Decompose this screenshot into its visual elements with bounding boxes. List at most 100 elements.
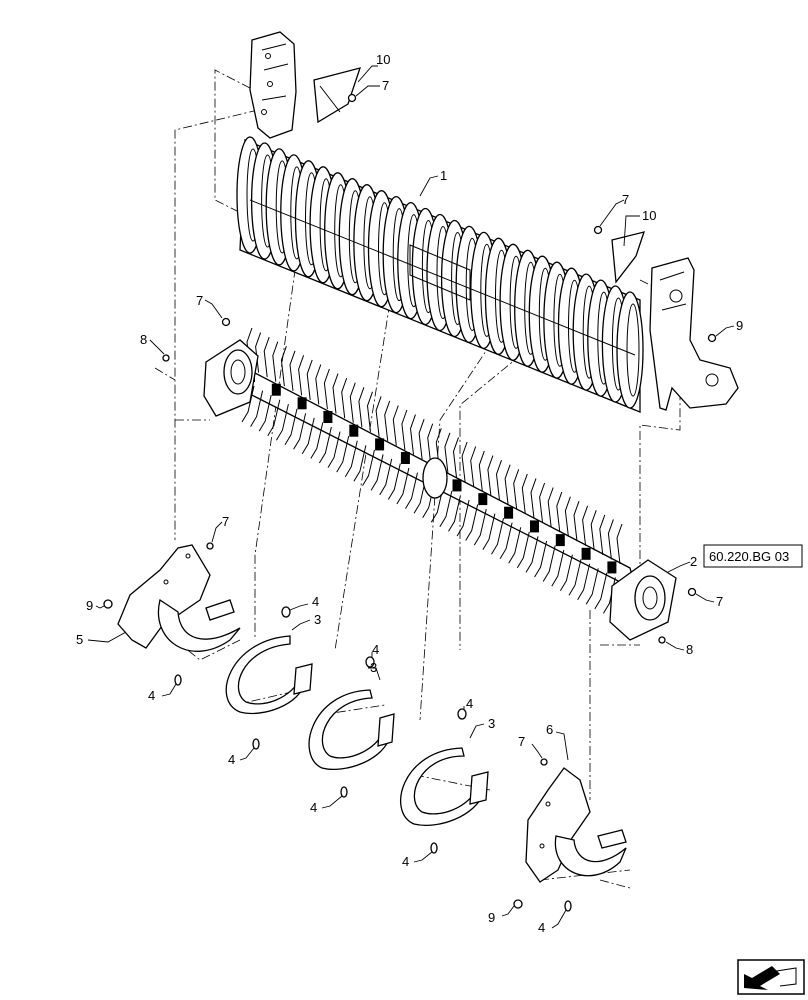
bolt-8-left: [162, 354, 170, 362]
callout-4-b: 4: [312, 594, 319, 609]
pickup-tine: [289, 350, 296, 391]
bolt-9-guard-right: [513, 899, 523, 909]
bolt-7-shaft-left: [221, 317, 231, 327]
left-mounting-bracket: [249, 31, 297, 139]
pickup-tine: [491, 518, 504, 555]
pickup-tine: [284, 408, 298, 446]
pickup-tine: [568, 559, 582, 596]
callout-2: 2: [690, 554, 697, 569]
tine-holder: [555, 534, 565, 547]
pickup-tine: [590, 510, 597, 551]
pickup-tine: [521, 473, 528, 514]
tine-holder: [607, 561, 617, 574]
bolt-7-guard-right: [540, 758, 548, 766]
left-end-guard: [117, 544, 241, 652]
pickup-tine: [539, 482, 546, 524]
tine-holder: [400, 452, 410, 464]
pickup-tine: [573, 501, 580, 542]
pickup-tine: [306, 359, 313, 400]
callout-8-left: 8: [140, 332, 147, 347]
tine-holder: [581, 547, 591, 560]
tine-holder: [349, 424, 359, 437]
bolt-4a: [174, 674, 182, 686]
bolt-9-guard-left: [103, 599, 113, 609]
callout-5: 5: [76, 632, 83, 647]
tine-holder: [323, 411, 333, 423]
pickup-tine: [323, 368, 330, 410]
pickup-tine-shaft: [203, 327, 677, 641]
pickup-tine: [280, 346, 287, 387]
callout-7-shaft-right: 7: [716, 594, 723, 609]
callout-9-guard-left: 9: [86, 598, 93, 613]
right-mounting-bracket: [649, 257, 739, 411]
callout-3-a: 3: [314, 612, 321, 627]
callout-9-guard-right: 9: [488, 910, 495, 925]
callout-7-shaft-left: 7: [196, 293, 203, 308]
tine-holder: [504, 506, 514, 519]
right-end-guard: [525, 767, 627, 883]
pickup-tine: [482, 513, 496, 550]
pickup-tine: [516, 531, 530, 569]
bolt-4f: [457, 708, 467, 720]
pickup-tine: [444, 432, 451, 473]
pickup-tine: [358, 387, 365, 428]
pickup-tine: [513, 469, 520, 510]
pickup-tine: [465, 504, 479, 541]
callout-4-e: 4: [310, 800, 317, 815]
pickup-tine: [401, 409, 408, 451]
rotor-drum: [236, 136, 644, 413]
fasteners: [103, 93, 717, 912]
bolt-7-top-right: [593, 225, 603, 235]
pickup-tine: [525, 536, 539, 573]
callout-6: 6: [546, 722, 553, 737]
band-strap-1: [225, 635, 313, 715]
pickup-tine: [272, 341, 279, 382]
bolt-4h: [564, 900, 572, 912]
pickup-tine: [336, 435, 350, 473]
callout-10-top-right: 10: [642, 208, 656, 223]
pickup-tine: [362, 449, 375, 487]
pickup-tine: [301, 417, 315, 455]
pickup-tine: [396, 467, 410, 505]
pickup-tine: [241, 385, 255, 423]
leader-lines: [87, 65, 735, 929]
reference-box[interactable]: 60.220.BG 03: [703, 544, 803, 568]
tine-holder: [271, 383, 281, 396]
pickup-tine: [470, 446, 477, 487]
scraper-right: [611, 231, 645, 284]
pickup-tine: [487, 455, 494, 496]
callout-4-h: 4: [538, 920, 545, 935]
pickup-tine: [258, 394, 272, 432]
bolt-7-top-left: [347, 93, 357, 103]
pickup-tine: [275, 404, 289, 441]
pickup-tine: [384, 400, 391, 441]
bolt-4e: [340, 786, 348, 798]
pickup-tine: [556, 491, 563, 533]
callout-8-right: 8: [686, 642, 693, 657]
pickup-tine: [542, 545, 556, 582]
pickup-tine: [448, 495, 461, 532]
pickup-tine: [534, 540, 548, 578]
bolt-7-shaft-right: [687, 587, 697, 597]
band-strap-3: [400, 747, 489, 826]
reference-box-label: 60.220.BG 03: [709, 549, 789, 564]
callout-9-bracket: 9: [736, 318, 743, 333]
tine-holder: [297, 397, 307, 410]
pickup-tine: [293, 413, 307, 450]
pickup-tine: [599, 514, 606, 555]
pickup-tine: [461, 441, 468, 483]
bolt-4g: [430, 842, 438, 854]
pickup-tine: [267, 399, 281, 436]
callout-4-f: 4: [466, 696, 473, 711]
exploded-view-arrow-icon: [737, 959, 805, 995]
pickup-tine: [250, 390, 264, 427]
bolt-4b: [281, 606, 291, 618]
tine-holder: [452, 479, 462, 492]
callout-7-top-left: 7: [382, 78, 389, 93]
tine-holder: [530, 520, 539, 533]
pickup-tine: [616, 523, 623, 565]
callout-3-c: 3: [488, 716, 495, 731]
pickup-tine: [582, 505, 589, 546]
pickup-tine: [392, 405, 399, 446]
pickup-tine: [478, 450, 485, 492]
